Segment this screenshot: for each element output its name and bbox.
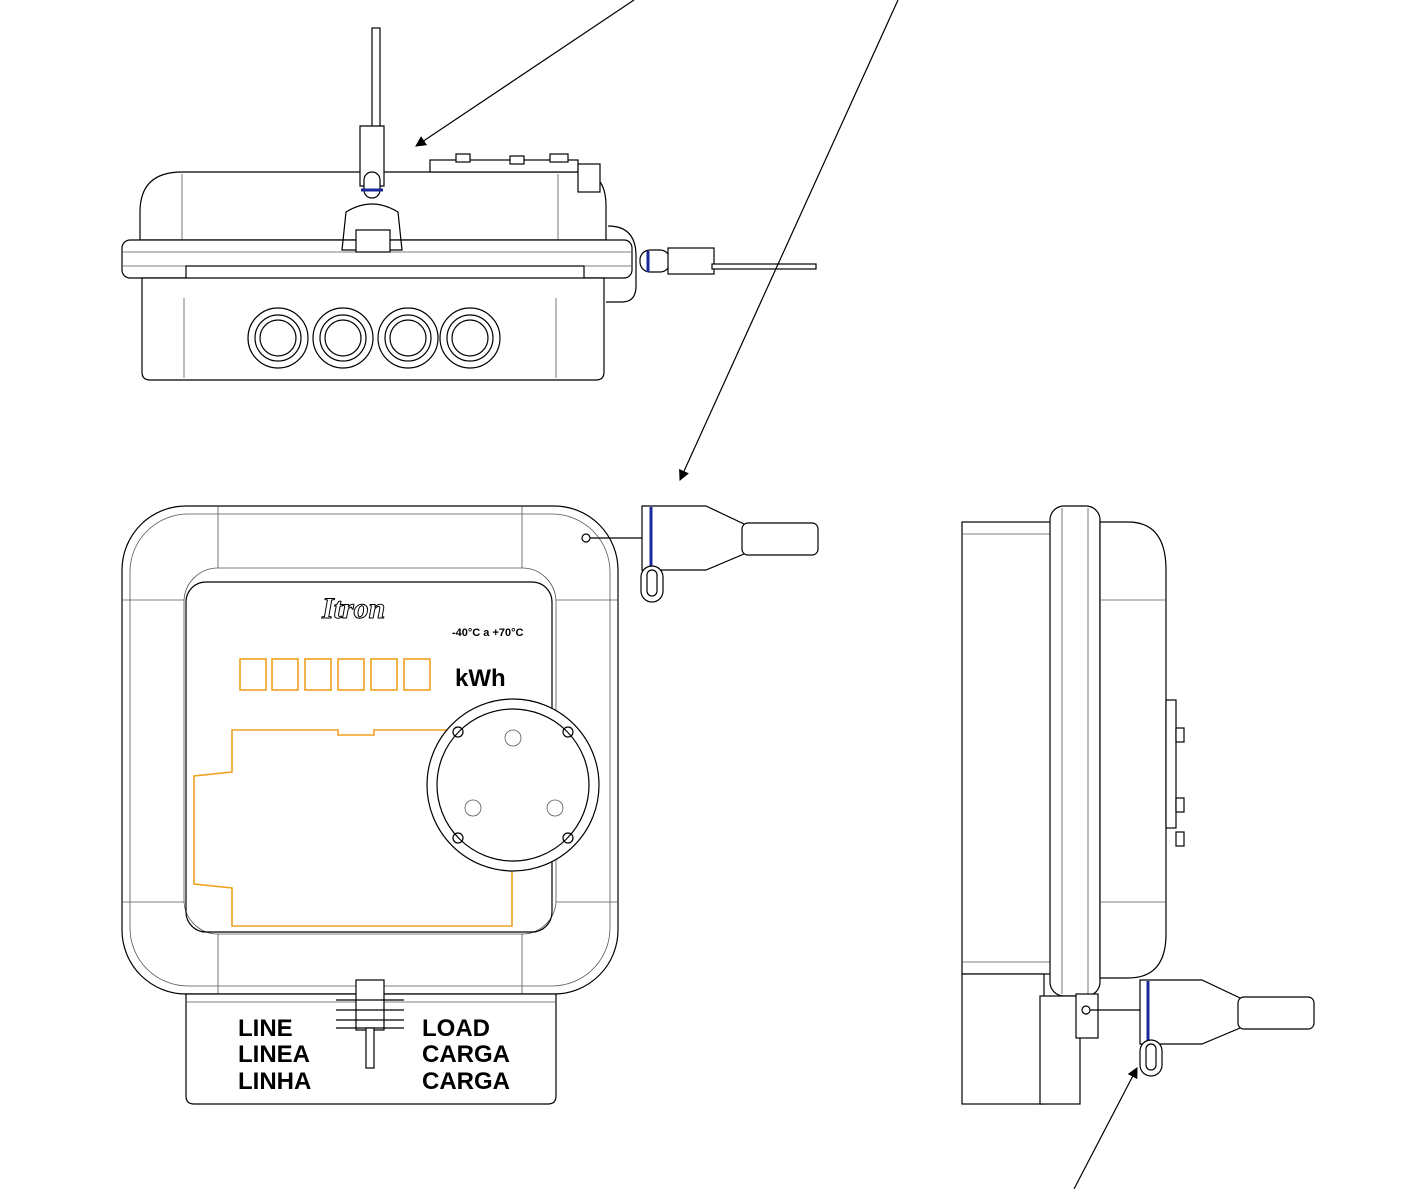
svg-text:LINE: LINE [238,1015,293,1042]
register-display [239,658,431,691]
temperature-rating: -40°C a +70°C [452,627,524,639]
side-view-seal [1090,979,1315,1077]
svg-text:LINHA: LINHA [238,1068,311,1095]
load-labels: LOAD CARGA CARGA [422,1015,510,1095]
optical-port [426,698,600,872]
arrow-side-seal [1073,1067,1138,1189]
side-view [961,505,1315,1105]
front-corner-seal [581,505,819,603]
conduit-hole [312,307,374,369]
svg-text:LINEA: LINEA [238,1041,310,1068]
unit-label: kWh [455,665,506,692]
front-view: Itron -40°C a +70°C kWh [121,505,819,1105]
svg-text:CARGA: CARGA [422,1041,510,1068]
arrow-top-seal [415,0,635,147]
top-view [121,27,817,381]
svg-text:CARGA: CARGA [422,1068,510,1095]
conduit-hole [377,307,439,369]
conduit-hole [439,307,501,369]
arrow-front-seal [679,0,899,481]
pointer-arrows [415,0,1138,1189]
svg-text:LOAD: LOAD [422,1015,490,1042]
conduit-hole [247,307,309,369]
side-seal [606,225,817,303]
top-seal [341,27,403,253]
nameplate-area [193,729,513,927]
line-labels: LINE LINEA LINHA [238,1015,311,1095]
brand-logo: Itron [321,592,385,625]
terminal-cover [185,979,557,1105]
